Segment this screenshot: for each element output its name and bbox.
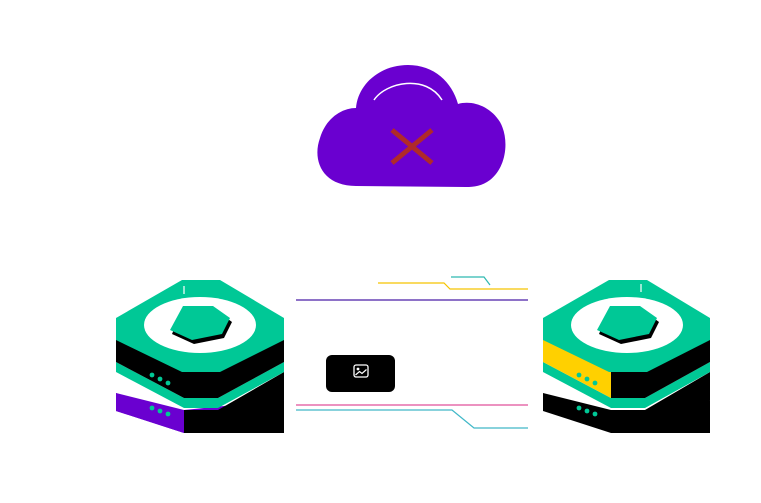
status-led (165, 380, 171, 386)
status-led (584, 376, 590, 382)
status-led (576, 405, 582, 411)
cloud-icon (317, 65, 506, 187)
connection-lines (296, 276, 528, 429)
status-led (576, 372, 582, 378)
server-left (116, 280, 284, 433)
status-led (157, 408, 163, 414)
status-led (592, 411, 598, 417)
status-led (149, 372, 155, 378)
status-led (592, 380, 598, 386)
server-right (543, 280, 710, 433)
status-led (165, 411, 171, 417)
status-led (584, 408, 590, 414)
x-mark-icon (390, 128, 434, 165)
status-led (149, 405, 155, 411)
status-led (157, 376, 163, 382)
image-icon (352, 364, 369, 383)
image-placeholder-button[interactable] (326, 355, 395, 392)
